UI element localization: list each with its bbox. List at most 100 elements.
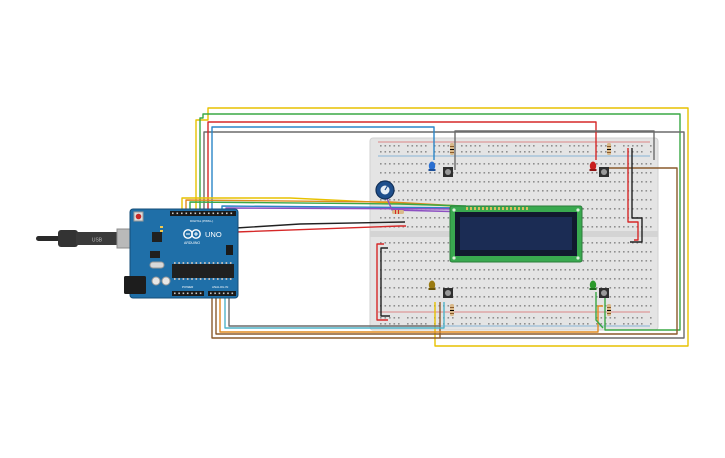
breadboard-hole — [461, 278, 463, 280]
resistor[interactable] — [450, 304, 454, 316]
led-blue[interactable] — [428, 161, 436, 172]
wire-red-left-rail[interactable] — [376, 243, 388, 321]
breadboard-hole — [420, 217, 423, 219]
breadboard-hole — [506, 190, 508, 192]
breadboard-hole — [528, 278, 531, 280]
breadboard-hole — [465, 305, 468, 307]
resistor[interactable] — [607, 143, 611, 155]
wire-green-lcd[interactable] — [189, 201, 467, 212]
breadboard-hole — [389, 317, 391, 319]
resistor[interactable] — [392, 210, 404, 214]
lcd-pin — [474, 207, 476, 210]
breadboard-hole — [600, 145, 603, 147]
wire-black-left-rail[interactable] — [380, 247, 390, 317]
wire-gray-top[interactable] — [454, 130, 655, 170]
power-jack[interactable] — [124, 276, 146, 294]
breadboard-hole — [474, 172, 477, 174]
lcd-pin — [466, 207, 468, 210]
breadboard-hole — [596, 163, 598, 165]
breadboard-hole — [465, 190, 468, 192]
breadboard-hole — [582, 251, 585, 253]
wire-black-right-rail[interactable] — [630, 148, 643, 243]
breadboard-hole — [623, 305, 625, 307]
push-button[interactable] — [599, 167, 609, 177]
push-button[interactable] — [443, 167, 453, 177]
wire-orange-lcd[interactable] — [185, 199, 461, 212]
breadboard-hole — [425, 199, 427, 201]
breadboard-hole — [573, 278, 576, 280]
breadboard-hole — [650, 163, 652, 165]
breadboard-hole — [434, 278, 436, 280]
resistor-band — [395, 210, 396, 214]
wire-black-gnd[interactable] — [235, 221, 406, 229]
analog-header[interactable] — [208, 291, 236, 296]
breadboard-hole — [425, 251, 427, 253]
breadboard-hole — [605, 323, 607, 325]
breadboard-hole — [645, 242, 648, 244]
digital-header[interactable] — [170, 211, 236, 216]
wire-green-outer[interactable] — [199, 113, 681, 331]
led-red[interactable] — [589, 161, 597, 172]
breadboard-hole — [596, 305, 598, 307]
breadboard-hole — [618, 251, 621, 253]
breadboard-hole — [587, 190, 589, 192]
analog-pin — [214, 292, 216, 295]
breadboard-hole — [650, 226, 652, 228]
digital-pin — [181, 212, 183, 215]
push-button-cap — [601, 169, 607, 175]
breadboard-hole — [465, 181, 468, 183]
wire-brown-right[interactable] — [215, 167, 678, 335]
breadboard-hole — [546, 278, 549, 280]
breadboard-hole — [600, 199, 603, 201]
breadboard-hole — [533, 163, 535, 165]
usb-cable[interactable]: USB — [36, 228, 132, 249]
breadboard-hole — [389, 172, 391, 174]
potentiometer[interactable] — [375, 180, 395, 200]
wire-red-right-rail[interactable] — [627, 148, 639, 241]
wire-blue-top[interactable] — [211, 126, 435, 210]
wire-brown-bottom[interactable] — [211, 292, 441, 339]
breadboard-hole — [474, 323, 477, 325]
wire-pot-lcd[interactable] — [385, 195, 471, 213]
wire-green-btn[interactable] — [595, 292, 604, 329]
resistor[interactable] — [607, 304, 611, 316]
resistor[interactable] — [450, 143, 454, 155]
push-button[interactable] — [443, 288, 453, 298]
breadboard-hole — [434, 226, 436, 228]
wire-yellow-outer[interactable] — [195, 107, 689, 347]
breadboard-hole — [456, 181, 459, 183]
breadboard-hole — [623, 260, 625, 262]
arduino-uno-board[interactable]: UNO ARDUINO DIGITAL (PWM~) POWER ANALOG … — [124, 208, 239, 299]
breadboard-hole — [456, 296, 459, 298]
wire-red-top[interactable] — [207, 121, 597, 210]
breadboard-hole — [524, 151, 526, 153]
breadboard-hole — [470, 296, 472, 298]
led-green[interactable] — [589, 280, 597, 291]
led-yellow[interactable] — [428, 280, 436, 291]
breadboard-hole — [632, 151, 634, 153]
breadboard-hole — [501, 163, 504, 165]
breadboard-hole — [596, 145, 598, 147]
breadboard-hole — [429, 305, 432, 307]
breadboard-hole — [582, 305, 585, 307]
breadboard-hole — [411, 260, 414, 262]
breadboard-hole — [429, 217, 432, 219]
breadboard-hole — [461, 305, 463, 307]
wire-gray-bottom[interactable] — [228, 292, 440, 327]
breadboard-hole — [650, 296, 652, 298]
breadboard-hole — [600, 181, 603, 183]
push-button[interactable] — [599, 288, 609, 298]
breadboard-hole — [645, 226, 648, 228]
chip-leg — [191, 262, 193, 264]
breadboard-hole — [501, 145, 504, 147]
lcd-module[interactable] — [449, 205, 583, 263]
resistor-band — [450, 313, 454, 314]
breadboard-hole — [492, 151, 495, 153]
wire-red-5v[interactable] — [235, 225, 406, 233]
wire-cyan-bottom[interactable] — [224, 292, 445, 329]
wire-orange-bottom[interactable] — [219, 292, 603, 333]
breadboard-hole — [560, 278, 562, 280]
wire-gray-outer[interactable] — [203, 131, 685, 339]
breadboard-hole — [609, 242, 612, 244]
breadboard-hole — [425, 269, 427, 271]
